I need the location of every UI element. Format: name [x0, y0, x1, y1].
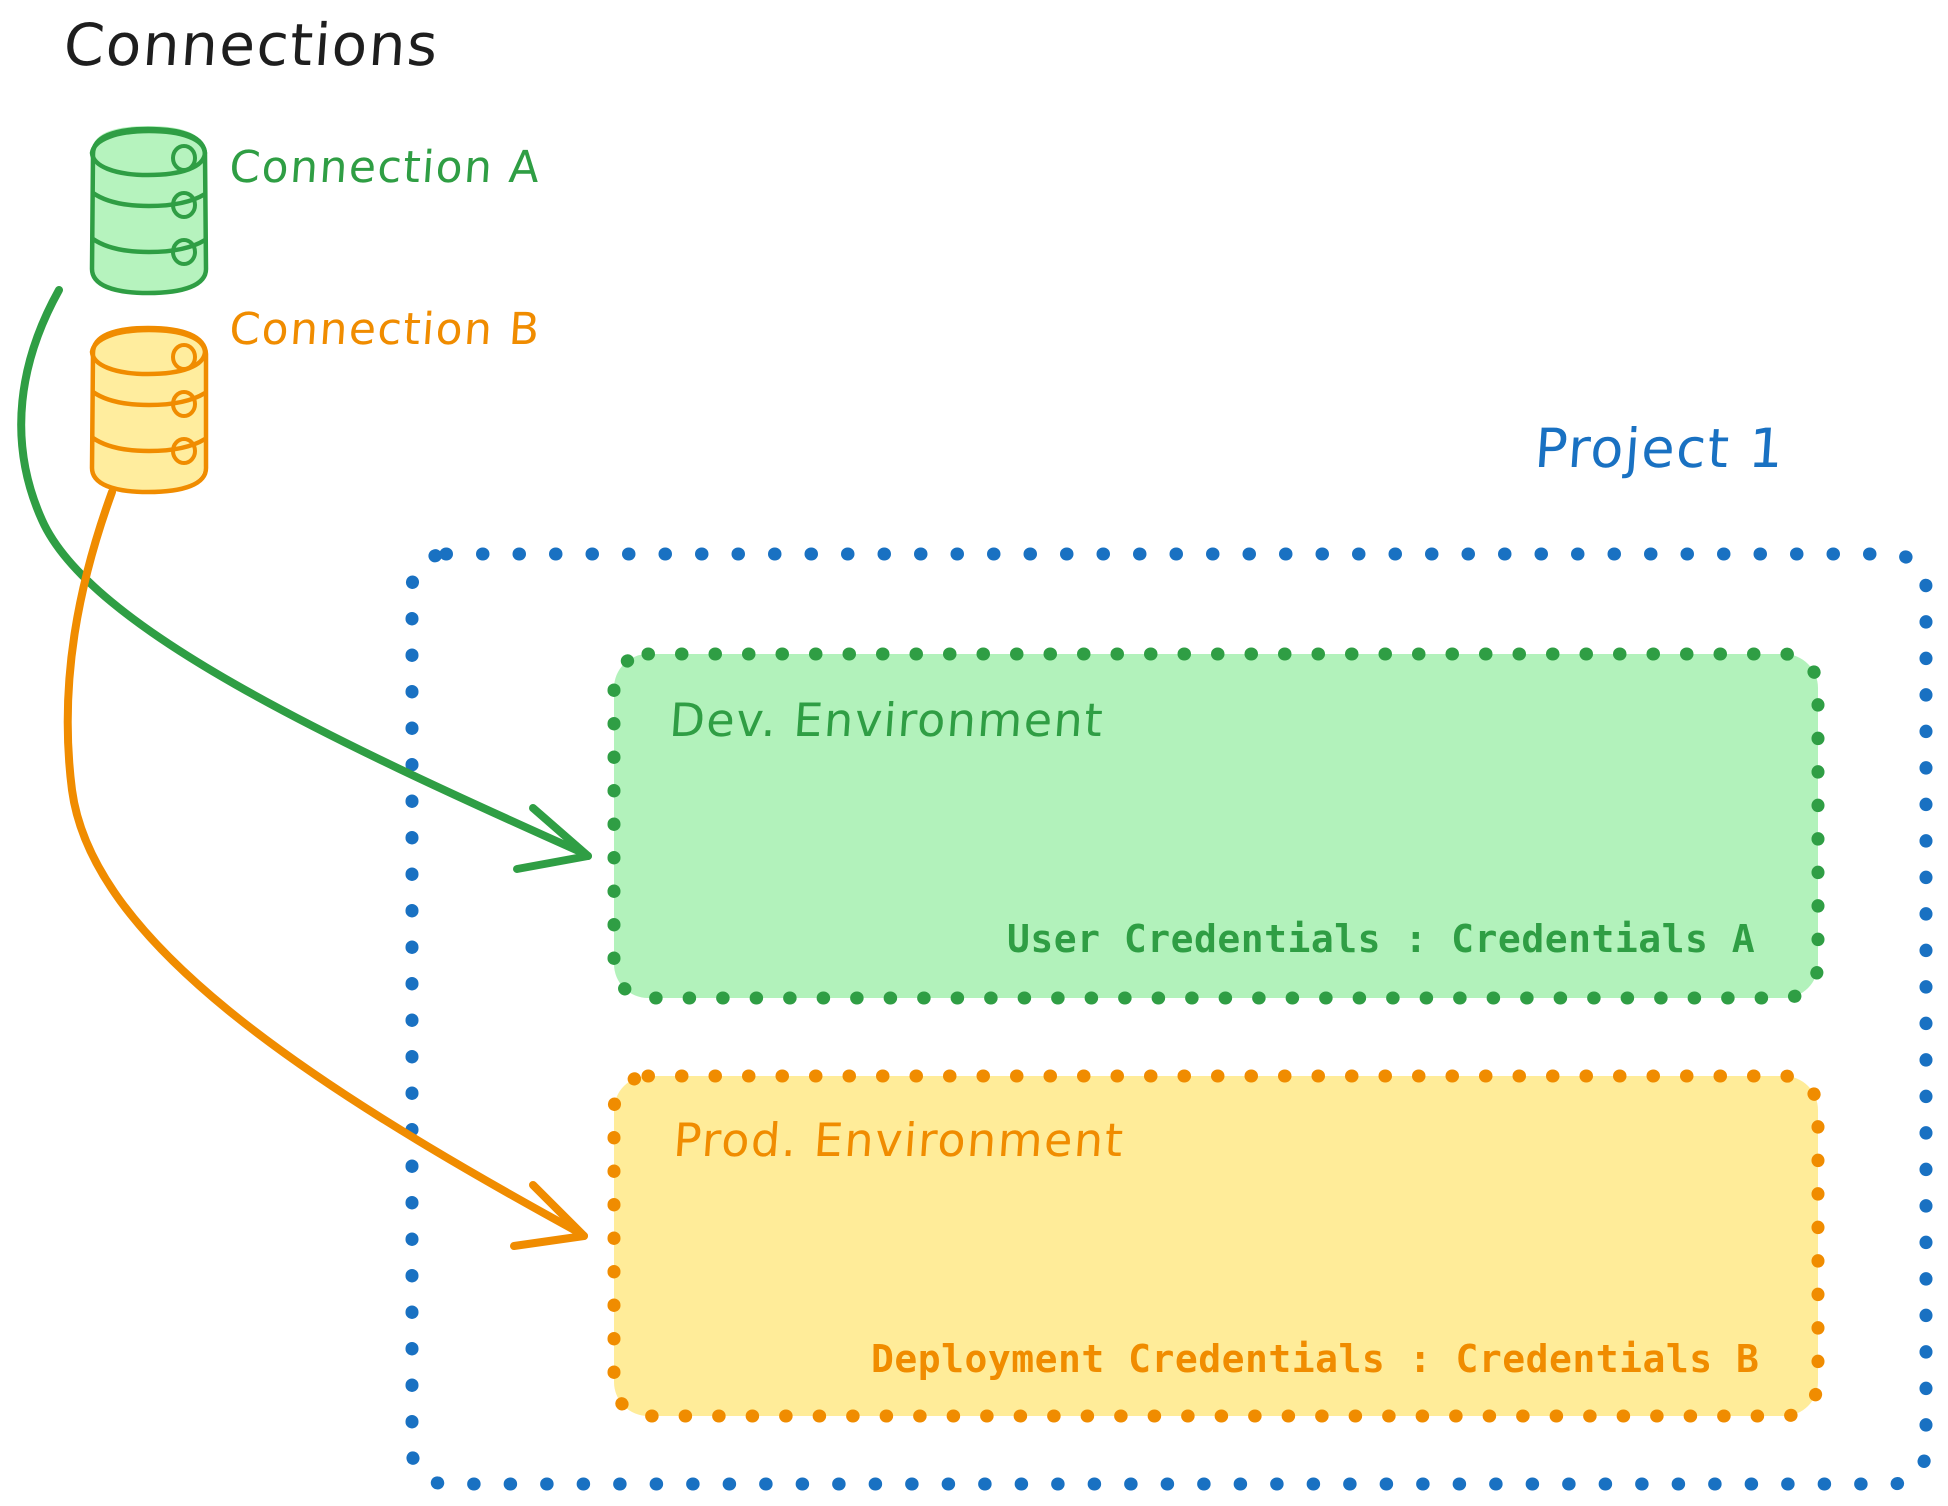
dev-environment-box[interactable] — [607, 647, 1825, 1005]
database-cylinder-icon-connection-a[interactable] — [89, 126, 209, 296]
prod-environment-box[interactable] — [607, 1069, 1825, 1423]
connection-a-label[interactable]: Connection A — [227, 142, 543, 193]
project-title: Project 1 — [1532, 417, 1787, 480]
arrow-connection-a-to-dev — [17, 286, 592, 873]
dev-environment-credentials: User Credentials : Credentials A — [1007, 917, 1756, 961]
arrow-connection-b-to-prod — [63, 488, 588, 1250]
prod-environment-title: Prod. Environment — [671, 1113, 1127, 1167]
prod-environment-credentials: Deployment Credentials : Credentials B — [871, 1337, 1760, 1381]
connection-b-label[interactable]: Connection B — [227, 304, 543, 355]
dev-environment-title: Dev. Environment — [667, 693, 1106, 747]
project-container-outline[interactable] — [405, 547, 1933, 1491]
page-title: Connections — [61, 11, 442, 79]
database-cylinder-icon-connection-b[interactable] — [89, 325, 209, 495]
